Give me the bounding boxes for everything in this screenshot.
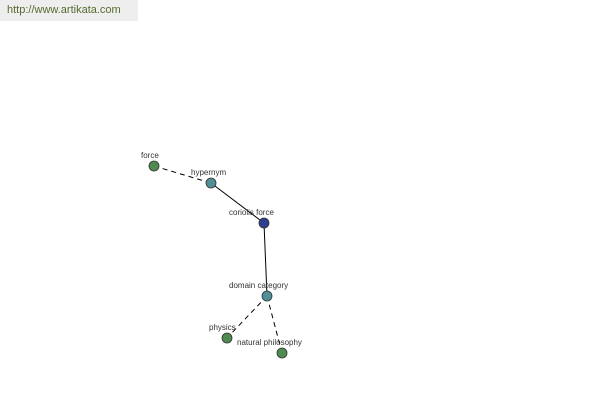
edges-layer	[153, 165, 283, 354]
node-label-hypernym: hypernym	[191, 168, 226, 177]
node-label-coriolis: coriolis force	[229, 208, 274, 217]
nodes-layer	[148, 160, 288, 359]
source-link[interactable]: http://www.artikata.com	[7, 4, 121, 16]
node-force[interactable]	[148, 160, 160, 172]
edge-domain-natphil	[266, 295, 283, 354]
edge-hypernym-coriolis	[210, 182, 265, 224]
node-domain[interactable]	[261, 290, 273, 302]
node-label-natphil: natural philosophy	[237, 338, 302, 347]
node-hypernym[interactable]	[205, 177, 217, 189]
node-physics[interactable]	[221, 332, 233, 344]
edge-domain-physics	[226, 295, 268, 339]
labels-layer: force hypernym coriolis force domain catego…	[141, 151, 302, 347]
node-label-force: force	[141, 151, 159, 160]
node-label-physics: physics	[209, 323, 236, 332]
source-banner: http://www.artikata.com	[0, 0, 138, 21]
edge-coriolis-domain	[263, 222, 268, 297]
node-label-domain: domain category	[229, 281, 288, 290]
edge-force-hypernym	[153, 165, 212, 184]
node-natphil[interactable]	[276, 347, 288, 359]
node-coriolis[interactable]	[258, 217, 270, 229]
